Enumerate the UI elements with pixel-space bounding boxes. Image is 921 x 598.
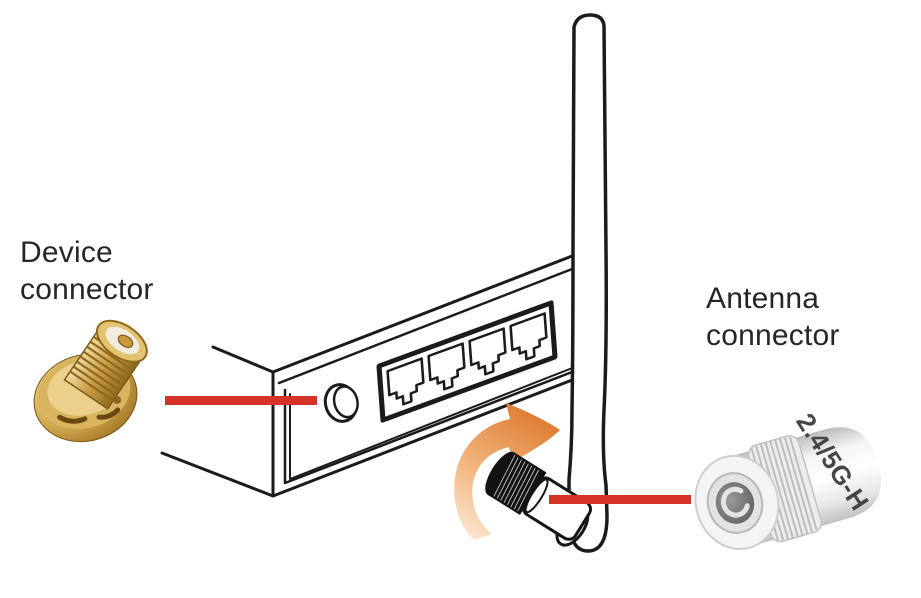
- antenna-port: [323, 383, 359, 423]
- antenna-illustration: [567, 13, 609, 553]
- rotation-arrow-icon: [454, 403, 560, 540]
- router-left-edge: [160, 451, 275, 498]
- antenna-base-connector: [485, 451, 593, 547]
- ethernet-ports: [376, 300, 558, 423]
- antenna-connector-label: Antenna connector: [706, 282, 840, 352]
- knurled-ring: [485, 451, 547, 515]
- device-leader-line: [165, 396, 317, 405]
- antenna-connector-photo: [694, 427, 882, 551]
- device-connector-label: Device connector: [20, 236, 154, 306]
- antenna-leader-line: [549, 495, 691, 504]
- router-illustration: [160, 249, 587, 498]
- threaded-barrel: [63, 319, 148, 410]
- router-top-edge: [211, 345, 275, 374]
- device-connector-photo: [33, 319, 148, 443]
